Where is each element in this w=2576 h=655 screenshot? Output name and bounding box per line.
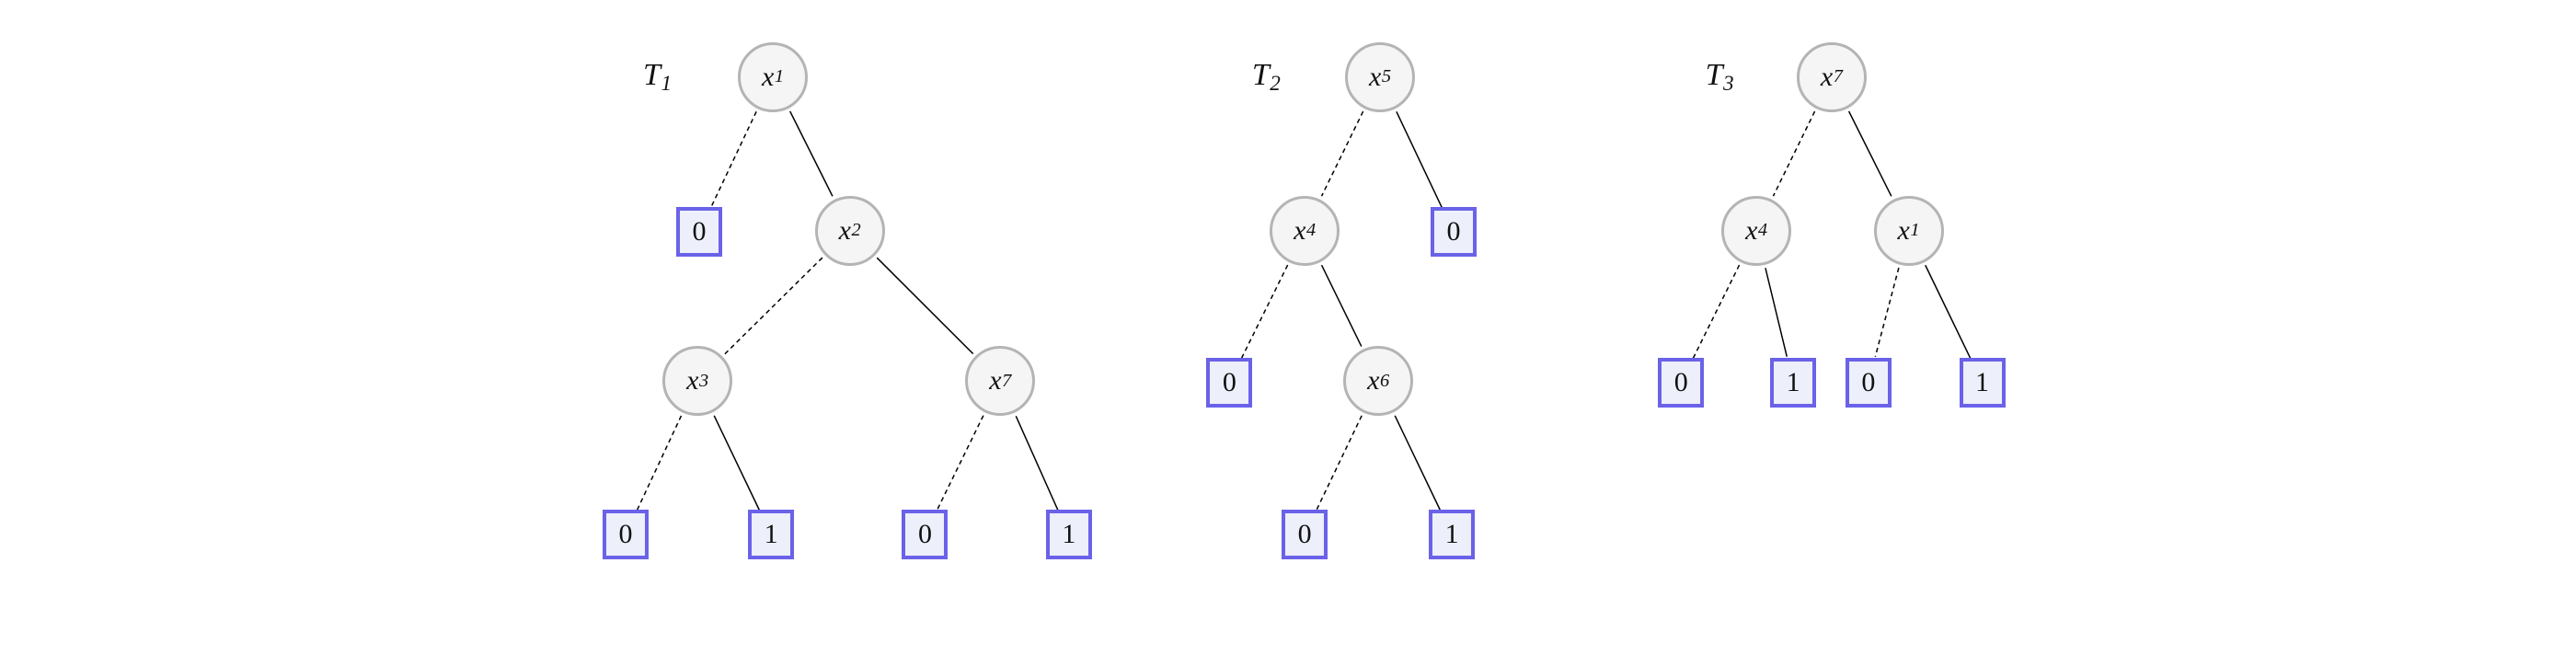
node-variable-subscript: 1 bbox=[774, 66, 785, 87]
tree-leaf-t3-l1[interactable]: 0 bbox=[1658, 357, 1705, 408]
tree-label-t1: T1 bbox=[643, 57, 672, 96]
tree-label-base: T bbox=[1705, 57, 1723, 92]
tree-edge-dashed bbox=[937, 416, 983, 511]
tree-leaf-t2-l4[interactable]: 1 bbox=[1429, 510, 1476, 560]
tree-edge-dashed bbox=[1241, 265, 1287, 359]
tree-edge-dashed bbox=[1875, 268, 1899, 357]
node-variable-subscript: 5 bbox=[1381, 66, 1392, 87]
node-variable-base: x bbox=[1368, 61, 1382, 92]
tree-label-subscript: 3 bbox=[1723, 71, 1734, 96]
node-variable-base: x bbox=[1820, 61, 1834, 92]
tree-edge-solid bbox=[1016, 416, 1058, 510]
tree-label-base: T bbox=[1251, 57, 1270, 92]
node-variable-subscript: 4 bbox=[1305, 220, 1317, 241]
tree-edge-solid bbox=[1926, 265, 1971, 359]
leaf-value: 1 bbox=[1786, 366, 1800, 397]
tree-edge-dashed bbox=[1693, 265, 1739, 359]
tree-edge-dashed bbox=[710, 111, 756, 208]
tree-label-subscript: 1 bbox=[661, 71, 673, 96]
tree-edge-solid bbox=[1397, 111, 1443, 208]
leaf-value: 0 bbox=[1297, 519, 1312, 550]
leaf-value: 1 bbox=[1062, 519, 1076, 550]
leaf-value: 1 bbox=[1975, 366, 1990, 397]
leaf-value: 0 bbox=[1222, 366, 1236, 397]
tree-label-subscript: 2 bbox=[1270, 71, 1281, 96]
leaf-value: 0 bbox=[1673, 366, 1688, 397]
leaf-value: 1 bbox=[764, 519, 778, 550]
tree-leaf-t1-l5[interactable]: 1 bbox=[1045, 510, 1092, 560]
tree-leaf-t1-l1[interactable]: 0 bbox=[676, 207, 722, 258]
tree-edge-solid bbox=[714, 416, 759, 511]
tree-leaf-t1-l2[interactable]: 0 bbox=[603, 510, 649, 560]
tree-leaf-t2-l1[interactable]: 0 bbox=[1431, 207, 1477, 258]
node-variable-subscript: 4 bbox=[1757, 220, 1768, 241]
node-variable-subscript: 1 bbox=[1910, 220, 1920, 241]
node-variable-subscript: 3 bbox=[698, 370, 709, 391]
tree-edge-dashed bbox=[725, 258, 822, 354]
tree-leaf-t2-l2[interactable]: 0 bbox=[1206, 357, 1253, 408]
tree-edge-dashed bbox=[637, 416, 681, 511]
node-variable-base: x bbox=[686, 365, 699, 396]
tree-edge-solid bbox=[1322, 265, 1362, 346]
node-variable-subscript: 2 bbox=[851, 220, 861, 241]
tree-leaf-t1-l4[interactable]: 0 bbox=[902, 510, 949, 560]
node-variable-subscript: 7 bbox=[1002, 370, 1012, 391]
node-variable-subscript: 6 bbox=[1379, 370, 1390, 391]
leaf-value: 1 bbox=[1444, 519, 1459, 550]
tree-edge-solid bbox=[1765, 268, 1787, 356]
tree-leaf-t2-l3[interactable]: 0 bbox=[1282, 510, 1328, 560]
tree-edge-dashed bbox=[1322, 111, 1363, 196]
tree-edge-dashed bbox=[1317, 416, 1362, 511]
node-variable-base: x bbox=[989, 365, 1002, 396]
tree-edge-solid bbox=[1395, 416, 1440, 511]
leaf-value: 0 bbox=[618, 519, 633, 550]
node-variable-base: x bbox=[838, 214, 851, 246]
tree-edge-solid bbox=[1849, 111, 1892, 196]
node-variable-base: x bbox=[1745, 214, 1758, 246]
node-variable-base: x bbox=[1294, 214, 1306, 246]
leaf-value: 0 bbox=[1861, 366, 1876, 397]
tree-leaf-t3-l2[interactable]: 1 bbox=[1770, 357, 1817, 408]
node-variable-base: x bbox=[1367, 365, 1380, 396]
leaf-value: 0 bbox=[1446, 216, 1461, 247]
node-variable-base: x bbox=[761, 61, 775, 92]
tree-edge-solid bbox=[790, 111, 833, 196]
node-variable-subscript: 7 bbox=[1833, 66, 1843, 87]
tree-leaf-t3-l4[interactable]: 1 bbox=[1959, 357, 2006, 408]
leaf-value: 0 bbox=[917, 519, 932, 550]
tree-label-t2: T2 bbox=[1252, 57, 1281, 96]
leaf-value: 0 bbox=[692, 216, 707, 247]
tree-edge-dashed bbox=[1773, 111, 1814, 196]
tree-edge-solid bbox=[877, 258, 972, 353]
tree-label-base: T bbox=[643, 57, 661, 92]
node-variable-base: x bbox=[1897, 214, 1910, 246]
tree-label-t3: T3 bbox=[1706, 57, 1734, 96]
tree-leaf-t3-l3[interactable]: 0 bbox=[1845, 357, 1892, 408]
tree-leaf-t1-l3[interactable]: 1 bbox=[748, 510, 795, 560]
